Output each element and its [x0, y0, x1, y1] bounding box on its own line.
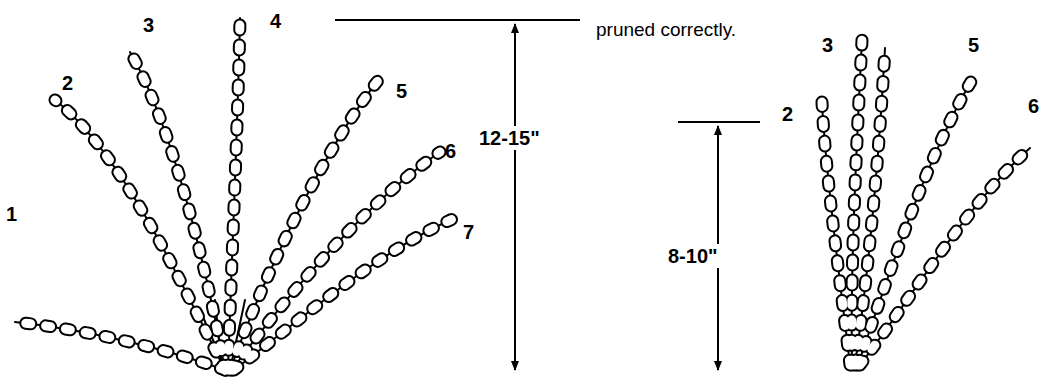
callout-number: 7 [463, 221, 474, 243]
callout-number: 6 [1028, 95, 1039, 117]
unpruned-shrub-stems [15, 18, 455, 370]
callout-number: 2 [62, 72, 73, 94]
callout-number: 3 [822, 34, 833, 56]
callout-number: 2 [782, 103, 793, 125]
dimension-lines [335, 20, 760, 370]
pruned-shrub-stems [822, 40, 1030, 365]
unpruned-shrub-leaves [15, 18, 455, 370]
callout-number: 1 [6, 203, 17, 225]
callout-number: 5 [396, 80, 407, 102]
callout-number: 5 [968, 34, 979, 56]
dimension-label: 12-15" [476, 126, 543, 150]
callout-number: 3 [143, 14, 154, 36]
callout-number: 6 [445, 140, 456, 162]
pruned-shrub-leaves [822, 40, 1030, 365]
callout-number: 4 [270, 10, 281, 32]
dimension-label: 8-10" [665, 244, 721, 268]
note-text: pruned correctly. [596, 20, 736, 41]
